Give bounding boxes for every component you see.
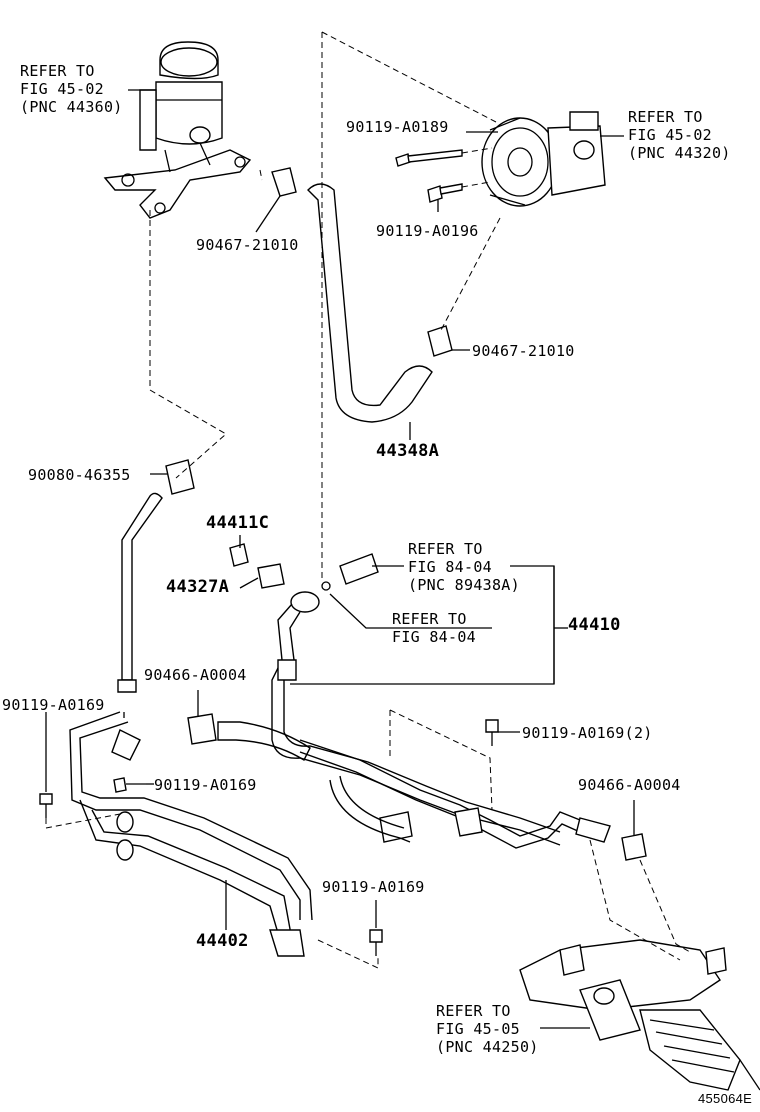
sensor-illustration — [339, 553, 379, 585]
feed-tube-illustration — [299, 739, 581, 849]
label-90466-a0004-left: 90466-A0004 — [144, 666, 247, 684]
diagram-number: 455064E — [698, 1091, 753, 1106]
ref-reservoir-line1: REFER TO — [20, 62, 95, 80]
bolt-a0169-mid-illustration — [113, 777, 146, 793]
bolt-a0169-2-illustration — [485, 719, 499, 746]
ref-gear-line2: FIG 45-05 — [436, 1020, 520, 1038]
ref-fig8404-line2: FIG 84-04 — [392, 628, 476, 646]
ref-sensor-line1: REFER TO — [408, 540, 483, 558]
label-90119-a0196: 90119-A0196 — [376, 222, 479, 240]
ref-pump-line2: FIG 45-02 — [628, 126, 712, 144]
ref-reservoir-line3: (PNC 44360) — [20, 98, 123, 116]
tube-44402-illustration — [69, 711, 313, 957]
label-44410: 44410 — [568, 615, 621, 635]
pump-illustration — [481, 111, 606, 207]
hose-44348a-illustration — [307, 183, 433, 423]
clip-21010-right-illustration — [427, 325, 453, 357]
label-90467-21010-right: 90467-21010 — [472, 342, 575, 360]
label-90119-a0169-left: 90119-A0169 — [2, 696, 105, 714]
label-90119-a0169-2: 90119-A0169(2) — [522, 724, 653, 742]
label-44348a: 44348A — [376, 441, 440, 461]
clip-21010-top-illustration — [271, 167, 297, 197]
label-44327a: 44327A — [166, 577, 230, 597]
label-90466-a0004-right: 90466-A0004 — [578, 776, 681, 794]
ref-pump-line3: (PNC 44320) — [628, 144, 731, 162]
union-44411c-illustration — [229, 543, 249, 567]
leader-lines — [45, 89, 635, 1029]
label-44402: 44402 — [196, 931, 249, 951]
pressure-tube-44410-illustration — [271, 591, 561, 846]
label-90080-46355: 90080-46355 — [28, 466, 131, 484]
steering-gear-illustration — [519, 939, 760, 1091]
return-tube-illustration — [117, 492, 163, 693]
label-90467-21010-top: 90467-21010 — [196, 236, 299, 254]
ref-sensor-line2: FIG 84-04 — [408, 558, 492, 576]
hose-left-illustration — [217, 721, 311, 761]
bolt-a0169-low-illustration — [369, 929, 383, 956]
ref-gear-line1: REFER TO — [436, 1002, 511, 1020]
label-90119-a0189: 90119-A0189 — [346, 118, 449, 136]
bolt-a0169-left-illustration — [39, 793, 53, 818]
clamp-a0004-left-illustration — [187, 713, 217, 745]
clamp-a0004-right-illustration — [621, 833, 647, 861]
ref-fig8404-line1: REFER TO — [392, 610, 467, 628]
reference-dashes — [45, 31, 691, 969]
ref-pump-line1: REFER TO — [628, 108, 703, 126]
bolt-a0189-illustration — [395, 149, 463, 167]
ref-sensor-line3: (PNC 89438A) — [408, 576, 520, 594]
label-44411c: 44411C — [206, 513, 270, 533]
gasket-44327a-illustration — [257, 563, 285, 589]
clip-46355-illustration — [165, 459, 195, 495]
ref-reservoir-line2: FIG 45-02 — [20, 80, 104, 98]
reservoir-illustration — [103, 41, 252, 219]
bolt-a0196-illustration — [427, 183, 463, 203]
ref-gear-line3: (PNC 44250) — [436, 1038, 539, 1056]
label-90119-a0169-mid: 90119-A0169 — [154, 776, 257, 794]
label-90119-a0169-low: 90119-A0169 — [322, 878, 425, 896]
